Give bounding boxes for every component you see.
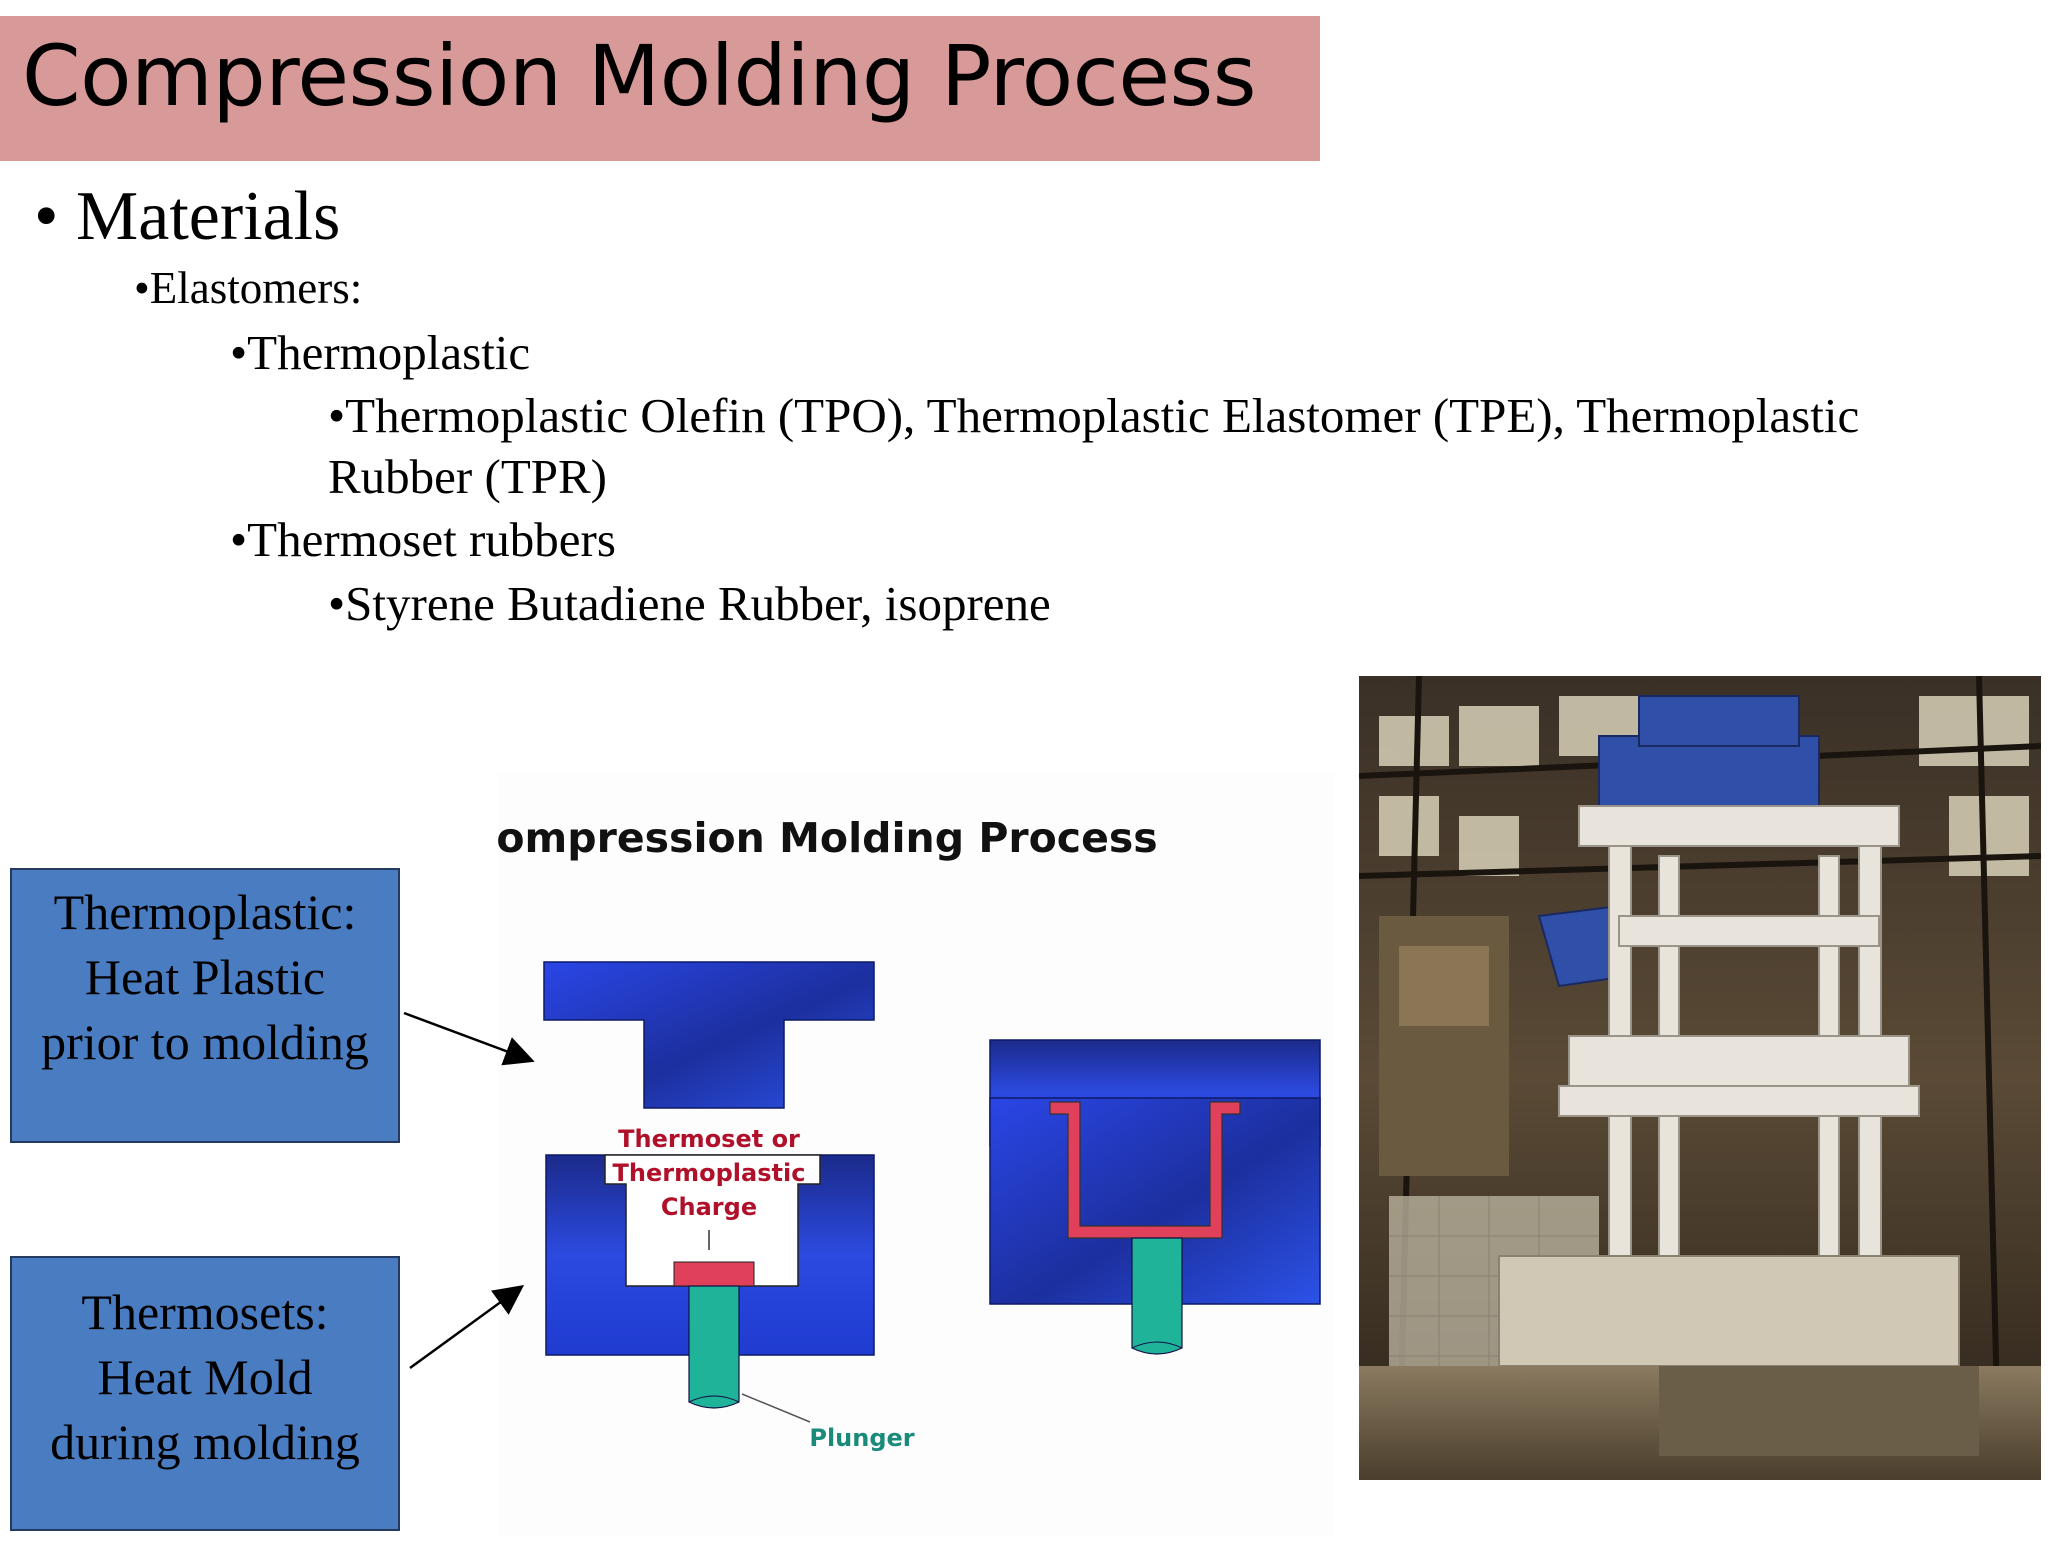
molded-part [1049,1101,1241,1239]
bullet-thermoplastic-examples: •Thermoplastic Olefin (TPO), Thermoplast… [328,388,1860,443]
bullet-thermoplastic-examples-cont: Rubber (TPR) [328,449,607,504]
charge-label-line: Charge [661,1193,757,1221]
compression-molding-diagram: Compression Molding Process Thermoset or… [466,772,1334,1536]
callout-line: during molding [50,1414,360,1470]
charge-label-line: Thermoplastic [613,1159,806,1187]
callout-line: Heat Mold [97,1349,313,1405]
callout-line: prior to molding [41,1014,369,1070]
bullet-elastomers: •Elastomers: [134,263,363,313]
callout-thermoplastic: Thermoplastic: Heat Plastic prior to mol… [10,868,400,1143]
diagram-svg: Compression Molding Process Thermoset or… [466,814,1321,1452]
plunger-right-end [1131,1341,1183,1349]
callout-thermosets: Thermosets: Heat Mold during molding [10,1256,400,1531]
upper-mold [543,961,875,1109]
mold-cavity [604,1154,821,1287]
slide-title: Compression Molding Process [22,27,1257,125]
plunger-leader-line [741,1393,811,1423]
bullet-thermoset: •Thermoset rubbers [230,512,616,567]
title-bar [0,16,1320,161]
bullet-materials: • Materials [34,178,341,255]
plunger-end [688,1395,740,1403]
callout-line: Thermosets: [81,1284,329,1340]
press-machine-photo [1358,675,2042,1481]
callout-line: Heat Plastic [84,949,326,1005]
press-photo-svg [1358,675,2042,1481]
diagram-title: Compression Molding Process [498,814,1158,862]
charge-label-line: Thermoset or [618,1125,800,1153]
arrow-to-lower-mold [409,1285,525,1370]
arrow-to-upper-mold [403,1011,535,1066]
callout-line: Thermoplastic: [53,884,357,940]
plunger-label: Plunger [809,1424,914,1452]
bullet-thermoset-examples: •Styrene Butadiene Rubber, isoprene [328,576,1051,631]
bullet-thermoplastic: •Thermoplastic [230,325,531,380]
